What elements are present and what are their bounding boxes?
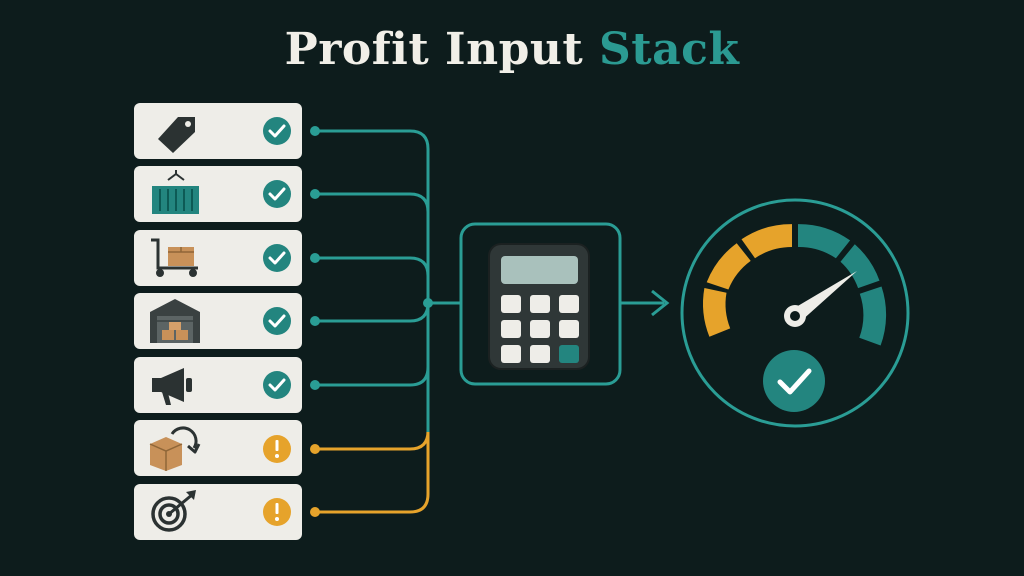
check-badge — [763, 350, 825, 412]
input-stack — [134, 103, 302, 540]
input-card-shipping — [134, 166, 302, 222]
check-badge — [263, 307, 291, 335]
check-badge — [263, 180, 291, 208]
shipping-container-icon — [152, 170, 199, 214]
input-card-handling — [134, 230, 302, 286]
connector-dot — [310, 126, 320, 136]
connector-dot — [310, 507, 320, 517]
check-badge — [263, 117, 291, 145]
returns-box-icon — [149, 426, 201, 471]
title-part-2: Stack — [599, 24, 740, 75]
input-card-target — [134, 484, 302, 540]
warehouse-icon — [150, 299, 200, 343]
connector-dot — [310, 253, 320, 263]
connector-dot — [310, 316, 320, 326]
target-icon — [151, 490, 196, 532]
connector-lines — [310, 126, 670, 517]
megaphone-icon — [152, 368, 192, 405]
input-card-marketing — [134, 357, 302, 413]
input-card-returns — [134, 420, 302, 476]
connector-dot — [310, 380, 320, 390]
speedometer-gauge-icon — [703, 224, 887, 346]
input-card-storage — [134, 293, 302, 349]
title-part-1: Profit Input — [284, 24, 584, 75]
connector-dot — [310, 444, 320, 454]
calculator-node — [459, 222, 622, 386]
calculator-icon — [488, 243, 590, 370]
check-badge — [263, 244, 291, 272]
price-tag-icon — [158, 117, 195, 153]
hand-truck-icon — [151, 238, 198, 277]
warning-badge — [263, 498, 291, 526]
connector-dot — [310, 189, 320, 199]
page-title: Profit Input Stack — [0, 24, 1024, 75]
warning-badge — [263, 435, 291, 463]
check-badge — [263, 371, 291, 399]
amber-connectors — [315, 303, 430, 514]
input-card-price — [134, 103, 302, 159]
gauge-node — [680, 198, 910, 428]
junction-dot — [423, 298, 433, 308]
